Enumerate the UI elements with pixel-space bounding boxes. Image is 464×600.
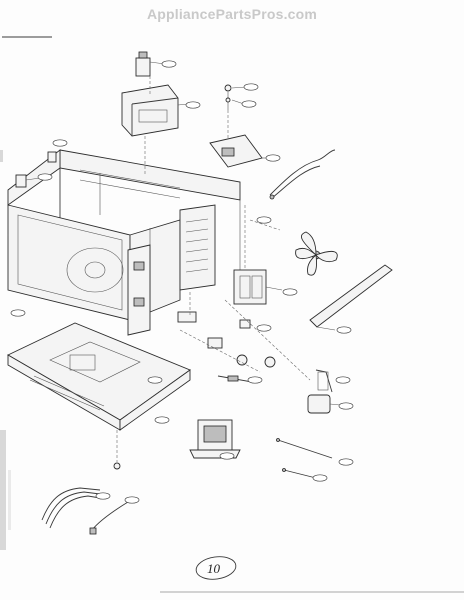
watermark-text: AppliancePartsPros.com [146, 6, 318, 22]
transformer-part [189, 419, 241, 459]
callout-small-1 [256, 324, 272, 332]
callout-bar [336, 326, 352, 334]
callout-cap [338, 402, 354, 410]
callout-base-2 [154, 416, 170, 424]
cable-bundle-part [41, 487, 129, 535]
callout-cable-2 [124, 496, 140, 504]
diode-part [217, 375, 253, 383]
vent-panel-part [179, 204, 216, 291]
base-plate-part [7, 322, 191, 431]
page-number-text: 10 [207, 561, 221, 576]
lamp-socket-part [224, 84, 247, 110]
small-parts-cluster [177, 311, 276, 373]
wire-harness-part [269, 149, 336, 200]
support-bar-part [309, 264, 393, 331]
upper-bracket-part [121, 84, 189, 137]
callout-harness [256, 216, 272, 224]
leader-lines [144, 76, 311, 381]
callout-screw-1 [241, 100, 257, 108]
callout-latch [52, 139, 68, 147]
callout-pcb [265, 154, 281, 162]
foot-screw-part [113, 430, 121, 470]
capacitor-part [307, 369, 341, 414]
callout-bracket [185, 101, 201, 109]
fuse-holder-part [135, 51, 166, 77]
scan-noise [0, 150, 11, 550]
callout-base [147, 376, 163, 384]
page-number-mark: 10 [195, 556, 237, 580]
fan-motor-part [233, 269, 283, 305]
callout-diode [335, 376, 351, 384]
callout-lamp [243, 83, 259, 91]
interlock-bracket-part [127, 244, 151, 336]
callout-motor [282, 288, 298, 296]
control-board-part [209, 134, 268, 168]
callout-wire-1 [338, 458, 354, 466]
fan-blade-part [295, 231, 338, 276]
callout-wire-2 [312, 474, 328, 482]
callout-transformer [219, 452, 235, 460]
callout-top-fuse [161, 60, 177, 68]
callout-cable-1 [95, 492, 111, 500]
callout-thermo [247, 376, 263, 384]
latch-switch-part [15, 151, 57, 188]
callout-switch [10, 309, 26, 317]
lower-wires [276, 438, 333, 479]
oven-cavity-part [7, 204, 181, 321]
callout-bubbles [10, 60, 354, 504]
callout-left-screw [37, 173, 53, 181]
